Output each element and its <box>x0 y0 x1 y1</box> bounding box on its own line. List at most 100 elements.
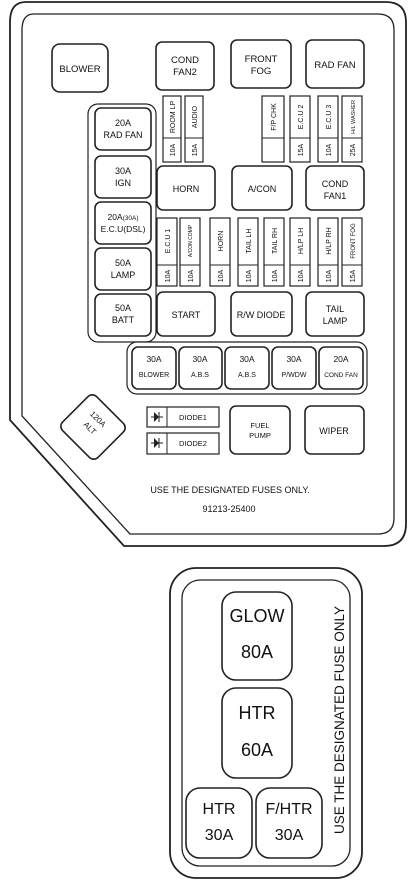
mini-fuse-acon-comp: A/CON COMP 10A <box>179 217 201 287</box>
diode-label: DIODE1 <box>179 413 207 422</box>
mini-fuse-name: TAIL LH <box>246 229 253 254</box>
fuse-name: E.C.U(DSL) <box>101 224 146 234</box>
relay-horn-label: HORN <box>173 184 200 194</box>
relay-cond-fan2-line1: COND <box>171 55 199 66</box>
mini-fuse-name: A/CON COMP <box>188 224 194 257</box>
fuse-amp: 30A <box>239 354 254 364</box>
diode-symbol-icon <box>151 412 163 422</box>
fuse-amp: 50A <box>115 303 131 313</box>
mini-fuse-tail-lh: TAIL LH 10A <box>237 217 259 287</box>
fuse-amp-alt: (30A) <box>123 215 139 222</box>
relay-tail-lamp-line2: LAMP <box>323 316 348 326</box>
relay-front-fog: FRONT FOG <box>230 39 292 89</box>
diode-label: DIODE2 <box>179 439 207 448</box>
fuse-abs-30a-1: 30A A.B.S <box>178 346 223 390</box>
fuse-cond-fan-20a: 20A COND FAN <box>318 346 364 390</box>
fuse-amp: 30A <box>146 354 161 364</box>
mini-fuse-hlp-lh: H/LP LH 10A <box>289 217 311 287</box>
relay-rw-diode: R/W DIODE <box>230 291 293 337</box>
mini-fuse-amp: 10A <box>218 269 225 282</box>
relay-fuel-pump: FUEL PUMP <box>229 405 291 455</box>
upper-panel-inner-outline <box>21 13 395 535</box>
mini-fuse-name: E.C.U 3 <box>326 105 333 130</box>
fuse-pwdw-30a: 30A P/WDW <box>271 346 317 390</box>
relay-front-fog-line1: FRONT <box>245 54 278 65</box>
diode-symbol-icon <box>151 438 163 448</box>
fuse-ecu-dsl: 20A(30A) E.C.U(DSL) <box>94 201 152 245</box>
fuse-name: HTR <box>203 801 236 818</box>
designated-fuse-vertical-note: USE THE DESIGNATED FUSE ONLY <box>332 606 347 834</box>
fuse-amp: 60A <box>241 740 273 760</box>
mini-fuse-amp: 10A <box>298 269 305 282</box>
fuse-amp: 30A <box>205 827 234 844</box>
fuse-abs-30a-2: 30A A.B.S <box>224 346 270 390</box>
mini-fuse-amp: 25A <box>350 143 357 156</box>
fuse-name: A.B.S <box>191 372 209 379</box>
mini-fuse-amp: 15A <box>192 143 199 156</box>
relay-wiper-label: WIPER <box>319 426 349 436</box>
relay-fuel-pump-line1: FUEL <box>250 421 269 430</box>
relay-horn: HORN <box>156 165 216 211</box>
mini-fuse-horn: HORN 10A <box>209 217 231 287</box>
part-number: 91213-25400 <box>202 504 255 514</box>
fuse-name: F/HTR <box>265 801 312 818</box>
mini-fuse-tail-rh: TAIL RH 10A <box>263 217 285 287</box>
fuse-ign-30a: 30A IGN <box>94 155 152 199</box>
mini-fuse-hl-washer: H/L WASHER 25A <box>341 95 363 163</box>
mini-fuse-amp: 10A <box>188 269 195 282</box>
fuse-glow-80a: GLOW 80A <box>221 591 293 681</box>
fuse-rad-fan-20a: 20A RAD FAN <box>94 107 152 151</box>
mini-fuse-name: E.C.U 1 <box>165 229 172 254</box>
relay-rad-fan: RAD FAN <box>305 39 365 89</box>
fuse-amp: 20A <box>115 118 131 128</box>
relay-cond-fan1-line2: FAN1 <box>324 191 347 201</box>
mini-fuse-front-fog: FRONT FOG 15A <box>341 217 363 287</box>
lower-panel-inner-outline <box>181 579 351 867</box>
mini-fuse-name: H/LP LH <box>298 228 305 254</box>
diode1: DIODE1 <box>146 406 220 428</box>
relay-start-label: START <box>172 310 201 320</box>
fuse-amp: 50A <box>115 258 131 268</box>
designated-fuses-note: USE THE DESIGNATED FUSES ONLY. <box>150 485 309 495</box>
relay-rad-fan-label: RAD FAN <box>314 60 355 71</box>
fuse-batt-50a: 50A BATT <box>94 293 152 337</box>
relay-tail-lamp: TAIL LAMP <box>305 291 365 337</box>
relay-blower-label: BLOWER <box>59 64 100 75</box>
fuse-name: HTR <box>239 703 276 723</box>
mini-fuse-ecu1: E.C.U 1 10A <box>156 217 178 287</box>
fuse-name: LAMP <box>111 270 136 280</box>
relay-start: START <box>156 291 216 337</box>
fuse-alt-120a: 120A ALT <box>60 394 126 460</box>
mini-fuse-name: TAIL RH <box>272 228 279 254</box>
mini-fuse-hlp-rh: H/LP RH 10A <box>317 217 339 287</box>
relay-wiper: WIPER <box>304 405 365 455</box>
fuse-amp: 30A <box>115 166 131 176</box>
mini-fuse-amp: 10A <box>326 269 333 282</box>
fuse-name: COND FAN <box>324 372 358 379</box>
fuse-name: BATT <box>112 315 135 325</box>
mini-fuse-name: H/L WASHER <box>351 100 357 134</box>
mini-fuse-name: E.C.U 2 <box>298 105 305 130</box>
relay-front-fog-line2: FOG <box>251 66 272 77</box>
mini-fuse-amp: 10A <box>170 143 177 156</box>
relay-blower: BLOWER <box>51 43 109 93</box>
fuse-name: A.B.S <box>238 372 256 379</box>
mini-fuse-ecu3: E.C.U 3 10A <box>317 95 339 163</box>
relay-cond-fan1-line1: COND <box>322 179 349 189</box>
fuse-f-htr-30a: F/HTR 30A <box>255 787 323 859</box>
fuse-name: BLOWER <box>139 372 169 379</box>
mini-fuse-amp: 10A <box>272 269 279 282</box>
fuse-amp: 20A <box>333 354 348 364</box>
fuse-amp-main: 20A <box>107 212 122 222</box>
fuse-htr-60a: HTR 60A <box>221 687 293 779</box>
mini-fuse-amp: 15A <box>350 269 357 282</box>
mini-fuse-amp: 15A <box>298 143 305 156</box>
mini-fuse-name: HORN <box>218 231 225 252</box>
mini-fuse-amp: 10A <box>165 269 172 282</box>
mini-fuse-name: ROOM LP <box>170 101 177 134</box>
diode2: DIODE2 <box>146 432 220 455</box>
relay-rw-diode-label: R/W DIODE <box>237 310 286 320</box>
mini-fuse-amp: 10A <box>246 269 253 282</box>
fuse-lamp-50a: 50A LAMP <box>94 247 152 291</box>
